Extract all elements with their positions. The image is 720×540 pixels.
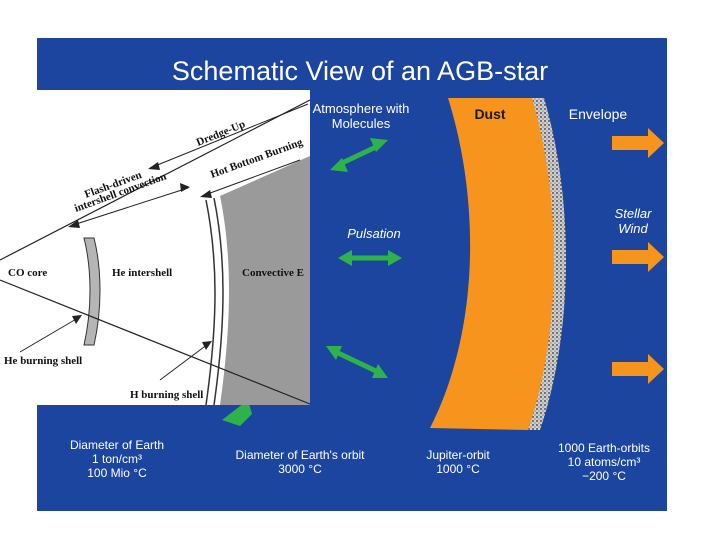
earth-orbit-line-2: 3000 °C	[278, 462, 322, 476]
slide-title: Schematic View of an AGB-star	[171, 56, 549, 86]
wind-arrow-mid	[612, 242, 664, 272]
inset-he-burning-shell: He burning shell	[4, 355, 82, 367]
stellar-wind-line-2: Wind	[618, 221, 648, 236]
atmosphere-label: Atmosphere with Molecules	[296, 101, 426, 131]
atmosphere-label-line-2: Molecules	[331, 116, 391, 131]
green-arrows	[222, 138, 402, 426]
wind-arrow-top	[612, 128, 664, 158]
thousand-orbits-line-3: −200 °C	[582, 469, 626, 483]
jupiter-line-2: 1000 °C	[436, 462, 480, 476]
wind-arrow-bottom	[612, 354, 664, 384]
inset-h-burning-shell: H burning shell	[130, 389, 203, 401]
earth-caption-line-1: Diameter of Earth	[69, 438, 165, 452]
atmosphere-arrow	[338, 143, 380, 167]
thousand-earth-orbits-caption: 1000 Earth-orbits 10 atoms/cm³ −200 °C	[542, 441, 666, 483]
envelope-label: Envelope	[568, 106, 628, 122]
earth-caption-line-3: 100 Mio °C	[87, 466, 147, 480]
stellar-wind-label: Stellar Wind	[598, 206, 668, 236]
earth-orbit-line-1: Diameter of Earth's orbit	[235, 448, 365, 462]
stellar-wind-line-1: Stellar	[614, 206, 652, 221]
earth-orbit-caption: Diameter of Earth's orbit 3000 °C	[214, 448, 386, 476]
inset-co-core: CO core	[8, 267, 47, 279]
pulsation-label: Pulsation	[347, 226, 401, 241]
inset-he-intershell: He intershell	[112, 267, 172, 279]
inset-convective-envelope: Convective E	[242, 267, 304, 279]
dust-label: Dust	[474, 106, 506, 122]
jupiter-orbit-caption: Jupiter-orbit 1000 °C	[410, 448, 506, 476]
thousand-orbits-line-2: 10 atoms/cm³	[567, 455, 641, 469]
dust-shell	[430, 98, 555, 430]
stellar-wind-arrows	[612, 128, 664, 384]
convective-envelope-region	[220, 156, 310, 405]
jupiter-line-1: Jupiter-orbit	[426, 448, 490, 462]
envelope-band	[524, 98, 567, 430]
green-arrow-stub	[222, 400, 252, 426]
earth-diameter-caption: Diameter of Earth 1 ton/cm³ 100 Mio °C	[50, 438, 184, 480]
lower-arrow	[334, 349, 380, 375]
thousand-orbits-line-1: 1000 Earth-orbits	[557, 441, 651, 455]
atmosphere-label-line-1: Atmosphere with	[312, 101, 410, 116]
earth-caption-line-2: 1 ton/cm³	[91, 452, 142, 466]
